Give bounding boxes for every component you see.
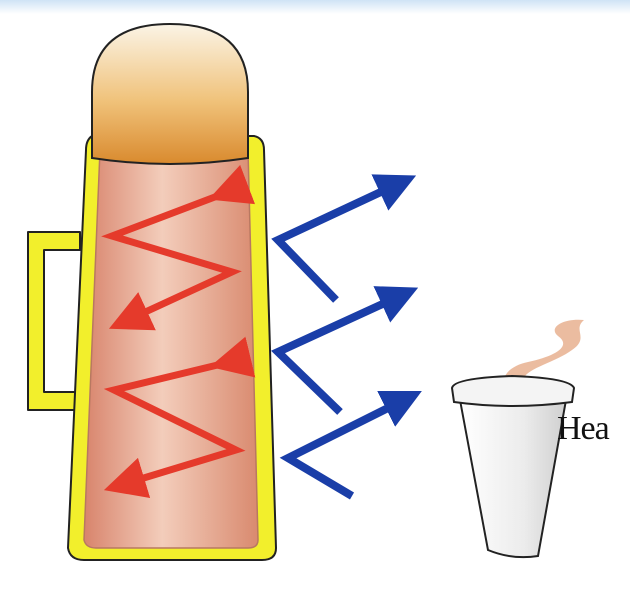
thermos-flask: [28, 24, 276, 560]
cup-body: [460, 400, 566, 557]
cup-label: Hea: [557, 410, 609, 448]
cup-icon: [452, 376, 574, 557]
cup-rim: [452, 376, 574, 406]
flask-inner-vessel: [84, 150, 258, 548]
flask-cap: [92, 24, 248, 164]
radiation-arrow: [278, 184, 398, 300]
outgoing-heat-arrows: [278, 184, 404, 496]
radiation-arrow: [278, 296, 400, 412]
flask-handle: [28, 232, 80, 410]
radiation-arrow: [288, 400, 404, 496]
